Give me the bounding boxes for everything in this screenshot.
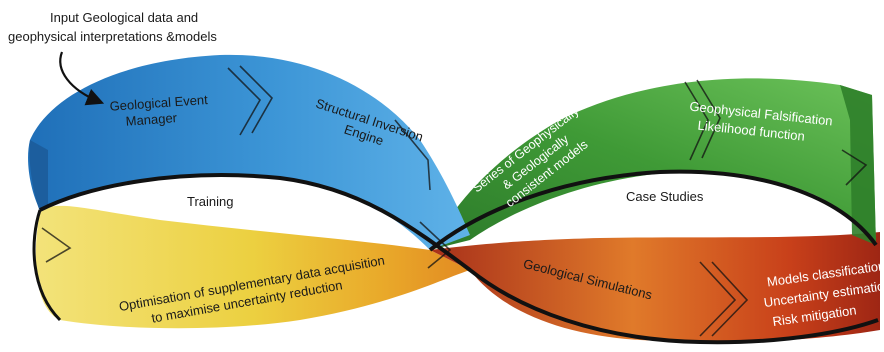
band-event-manager <box>28 54 470 250</box>
gem-line-2: Manager <box>125 110 178 129</box>
input-arrow <box>59 51 105 106</box>
case-studies-label: Case Studies <box>626 189 704 204</box>
input-note-line-1: Input Geological data and <box>50 10 198 25</box>
band-optimisation <box>35 205 471 329</box>
loop-outline-upper <box>428 169 878 252</box>
loop-outline-left <box>32 209 62 322</box>
band-left-fold <box>29 140 48 212</box>
input-note-line-2: geophysical interpretations &models <box>8 29 217 44</box>
band-right-fold <box>840 85 876 245</box>
band-simulations <box>430 232 880 342</box>
chevrons <box>41 65 868 337</box>
gem-line-1: Geological Event <box>109 92 208 114</box>
geological-event-manager-label: Geological Event Manager <box>109 92 213 130</box>
training-label: Training <box>187 194 233 209</box>
band-consistent-models <box>430 78 876 250</box>
input-note: Input Geological data and geophysical in… <box>8 10 217 44</box>
loop-outline <box>39 173 879 345</box>
